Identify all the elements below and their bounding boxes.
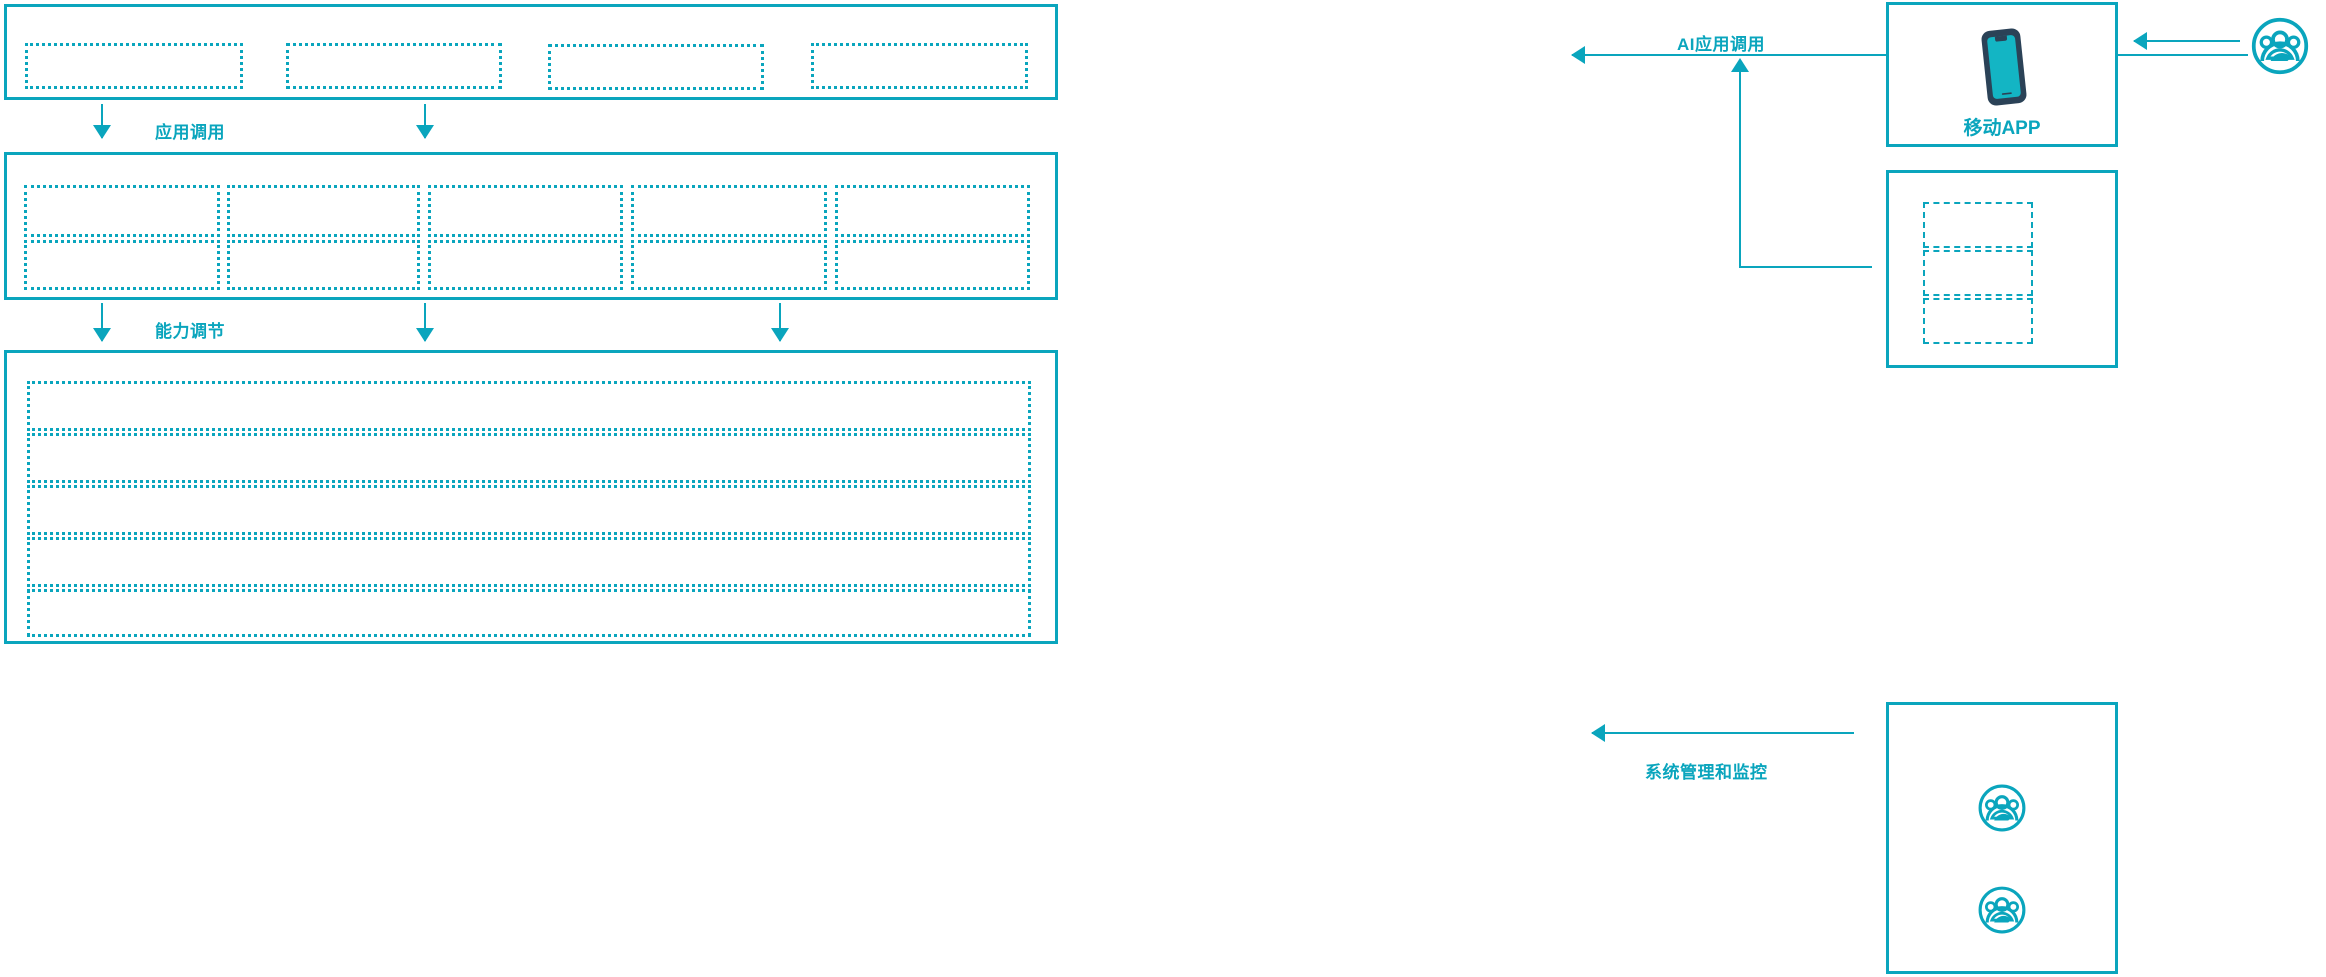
ops-panel[interactable] <box>1886 702 2118 974</box>
channel-cell-2[interactable] <box>1923 250 2033 296</box>
system-admin-monitor-label: 系统管理和监控 <box>1645 763 1768 782</box>
mobile-app-panel[interactable]: 移动APP <box>1886 2 2118 147</box>
capability-cell-r2c5[interactable] <box>835 240 1030 290</box>
channel-cell-3[interactable] <box>1923 298 2033 344</box>
capability-cell-r1c4[interactable] <box>631 185 827 237</box>
capability-adjust-arrow-3 <box>779 303 781 341</box>
platform-row-5[interactable] <box>27 589 1031 637</box>
platform-row-3[interactable] <box>27 485 1031 535</box>
channel-connector-vertical <box>1739 70 1741 268</box>
channel-connector-arrowhead <box>1731 58 1749 72</box>
application-cell-1[interactable] <box>25 43 243 89</box>
app-invoke-arrow-1 <box>101 104 103 138</box>
capability-adjust-arrow-1 <box>101 303 103 341</box>
capability-cell-r1c5[interactable] <box>835 185 1030 237</box>
capability-cell-r2c1[interactable] <box>24 240 220 290</box>
end-user-to-mobile-app-arrow <box>2134 40 2240 42</box>
mobile-phone-icon <box>1973 25 2035 114</box>
platform-row-1[interactable] <box>27 381 1031 431</box>
channel-cell-1[interactable] <box>1923 202 2033 248</box>
system-admin-monitor-arrow <box>1592 732 1854 734</box>
app-invoke-arrow-2 <box>424 104 426 138</box>
capability-cell-r2c4[interactable] <box>631 240 827 290</box>
app-invoke-label: 应用调用 <box>155 123 225 142</box>
platform-layer-panel <box>4 350 1058 644</box>
ops-user-group-icon-2 <box>1977 885 2027 940</box>
capability-cell-r1c1[interactable] <box>24 185 220 237</box>
ai-app-invoke-label: AI应用调用 <box>1677 35 1765 54</box>
application-layer-panel <box>4 4 1058 100</box>
capability-adjust-label: 能力调节 <box>155 322 225 341</box>
application-cell-4[interactable] <box>811 43 1028 89</box>
mobile-app-caption: 移动APP <box>1963 118 2041 139</box>
capability-layer-panel <box>4 152 1058 300</box>
platform-row-2[interactable] <box>27 433 1031 483</box>
capability-cell-r1c3[interactable] <box>428 185 623 237</box>
application-cell-3[interactable] <box>548 44 764 90</box>
capability-cell-r2c2[interactable] <box>227 240 420 290</box>
platform-row-4[interactable] <box>27 537 1031 587</box>
capability-cell-r1c2[interactable] <box>227 185 420 237</box>
application-cell-2[interactable] <box>286 43 502 89</box>
channel-connector-horizontal <box>1739 266 1872 268</box>
ops-user-group-icon-1 <box>1977 783 2027 838</box>
capability-adjust-arrow-2 <box>424 303 426 341</box>
channel-panel[interactable] <box>1886 170 2118 368</box>
capability-cell-r2c3[interactable] <box>428 240 623 290</box>
end-user-user-group-icon <box>2250 16 2310 81</box>
